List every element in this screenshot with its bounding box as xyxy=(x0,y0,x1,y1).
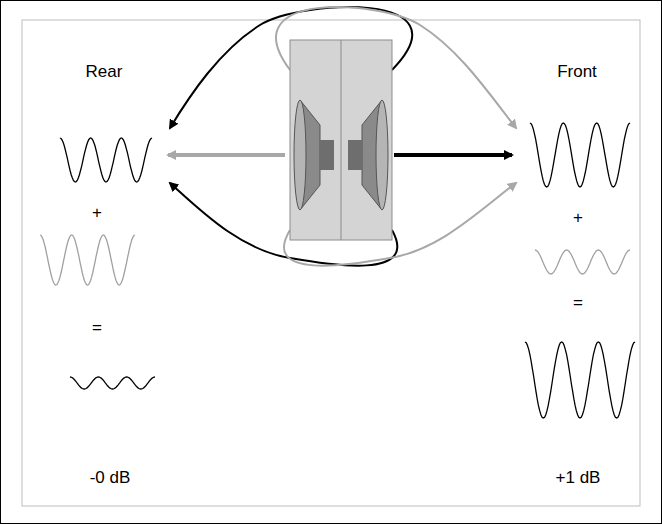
sum-sign: + xyxy=(573,208,583,228)
rear-wave-grey xyxy=(40,235,135,285)
level-value: -0 dB xyxy=(90,468,131,488)
level-value: +1 dB xyxy=(556,468,601,488)
equals-sign: = xyxy=(573,293,583,313)
front-wave-black xyxy=(530,123,630,187)
speaker-enclosure xyxy=(290,40,392,240)
rear-arrow xyxy=(168,153,285,157)
equals-sign: = xyxy=(92,318,102,338)
rear-speaker xyxy=(294,100,334,210)
inner-frame xyxy=(22,20,640,506)
rear-wave-black xyxy=(60,138,152,182)
front-arrow xyxy=(394,153,512,157)
rear-wave-sum xyxy=(70,377,155,389)
front-wave-grey xyxy=(535,250,630,274)
sum-sign: + xyxy=(92,203,102,223)
front-speaker xyxy=(348,100,388,210)
front-wave-sum xyxy=(525,342,635,418)
side-heading: Rear xyxy=(86,62,123,82)
side-heading: Front xyxy=(557,62,597,82)
enclosure-divider xyxy=(341,40,342,240)
